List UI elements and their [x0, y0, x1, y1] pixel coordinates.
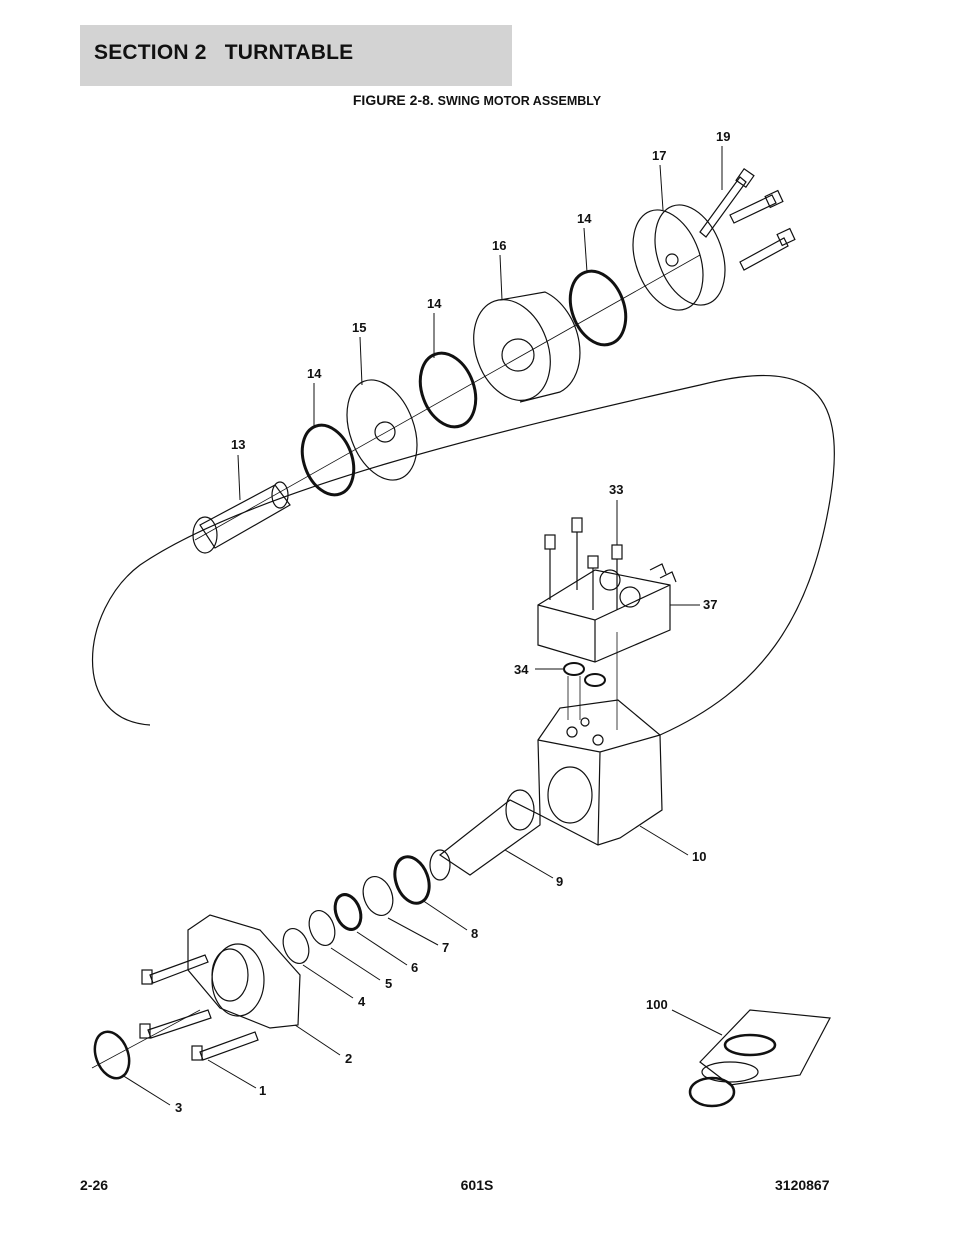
section-header: SECTION 2 TURNTABLE — [80, 25, 512, 86]
callout-5: 5 — [385, 976, 392, 991]
callout-6: 6 — [411, 960, 418, 975]
callout-15: 15 — [352, 320, 366, 335]
washer-7 — [362, 876, 394, 916]
figure-caption: SWING MOTOR ASSEMBLY — [437, 94, 602, 108]
callout-10: 10 — [692, 849, 706, 864]
seal-6 — [333, 893, 363, 931]
section-number: SECTION 2 — [94, 41, 207, 64]
assembly-axis — [194, 254, 701, 541]
callout-16: 16 — [492, 238, 506, 253]
callout-2: 2 — [345, 1051, 352, 1066]
section-title: TURNTABLE — [224, 41, 354, 64]
figure-number: FIGURE 2-8. — [352, 92, 434, 108]
mounting-flange-2 — [187, 914, 301, 1029]
seal-kit-100 — [688, 1009, 831, 1108]
hydraulic-hose — [92, 374, 835, 736]
callout-4: 4 — [358, 994, 366, 1009]
ring-4 — [282, 927, 310, 965]
end-cap-17 — [632, 204, 726, 311]
callout-8: 8 — [471, 926, 478, 941]
figure-title: FIGURE 2-8. SWING MOTOR ASSEMBLY — [0, 92, 954, 108]
gerotor-16 — [473, 291, 581, 403]
callout-3: 3 — [175, 1100, 182, 1115]
callout-7: 7 — [442, 940, 449, 955]
bolts-19 — [699, 167, 796, 271]
output-shaft-9 — [429, 789, 541, 881]
footer-model: 601S — [460, 1177, 494, 1193]
callout-34: 34 — [514, 662, 529, 677]
callout-9: 9 — [556, 874, 563, 889]
callout-19: 19 — [716, 129, 730, 144]
callout-14-lower: 14 — [307, 366, 322, 381]
callout-33: 33 — [609, 482, 623, 497]
callout-17: 17 — [652, 148, 666, 163]
callout-1: 1 — [259, 1083, 266, 1098]
o-ring-34-b — [584, 673, 606, 687]
housing-10 — [537, 699, 663, 846]
section-heading: SECTION 2 TURNTABLE — [94, 41, 353, 65]
callout-37: 37 — [703, 597, 717, 612]
valve-plate-15 — [346, 379, 418, 481]
bolts-33 — [544, 517, 623, 610]
o-ring-14-lower — [300, 423, 356, 497]
callout-100: 100 — [646, 997, 668, 1012]
bolts-1 — [139, 954, 259, 1061]
thrust-bearing-8 — [393, 855, 431, 905]
callout-14-middle: 14 — [427, 296, 442, 311]
ring-3 — [93, 1030, 131, 1080]
drive-shaft-13 — [192, 481, 291, 554]
footer-page-number: 2-26 — [80, 1177, 109, 1193]
o-ring-14-top — [568, 269, 628, 347]
ring-5 — [308, 909, 336, 947]
footer-document-number: 3120867 — [775, 1177, 830, 1193]
o-ring-34-a — [563, 662, 585, 676]
valve-block-37 — [537, 563, 677, 663]
callout-14-top: 14 — [577, 211, 592, 226]
o-ring-14-middle — [418, 351, 478, 429]
callout-13: 13 — [231, 437, 245, 452]
